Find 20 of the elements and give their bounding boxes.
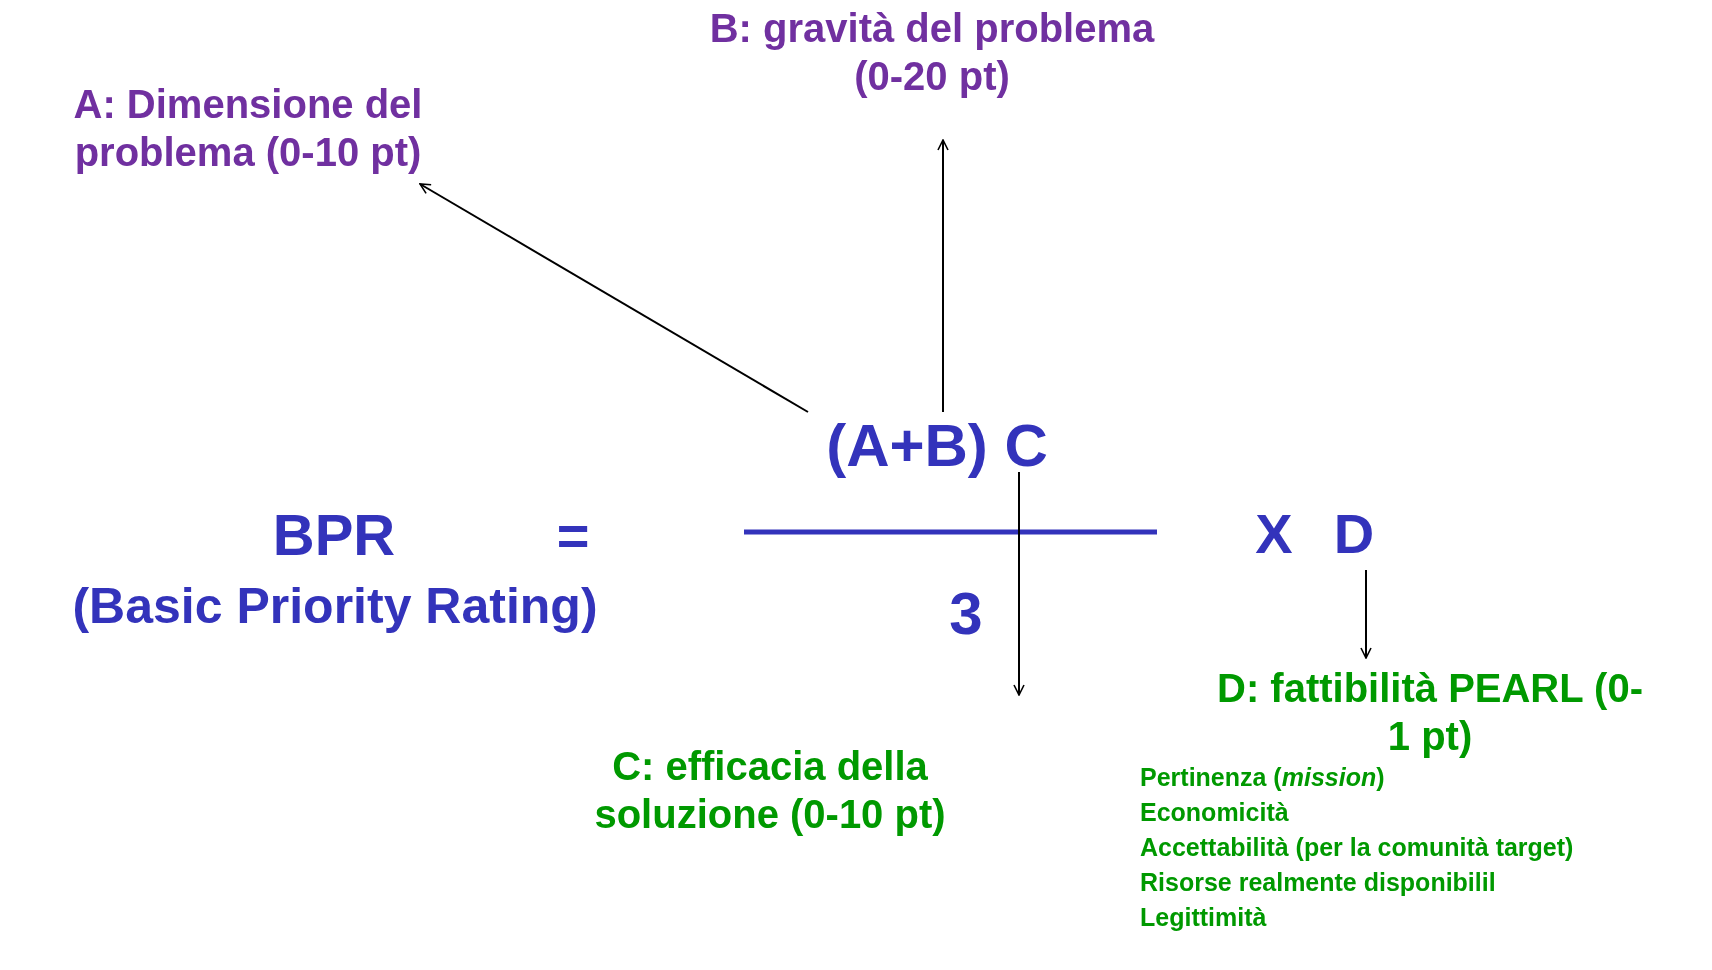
formula-term: BPR xyxy=(271,501,397,569)
score-label: A: Dimensione del problema (0-10 pt) xyxy=(8,80,488,176)
arrow xyxy=(1360,569,1372,659)
multiply-sign: X xyxy=(1254,501,1294,567)
criterion-item: Legittimità xyxy=(1140,902,1267,933)
score-label: C: efficacia della soluzione (0-10 pt) xyxy=(540,742,1000,838)
criterion-item: Economicità xyxy=(1140,797,1289,828)
equals-sign: = xyxy=(555,503,591,569)
arrow xyxy=(1013,471,1025,696)
arrow xyxy=(419,183,809,413)
score-label: B: gravità del problema (0-20 pt) xyxy=(687,4,1177,100)
score-label: D: fattibilità PEARL (0-1 pt) xyxy=(1216,665,1644,760)
arrow xyxy=(937,139,949,413)
formula-term: D xyxy=(1326,500,1382,568)
criterion-item: Pertinenza (mission) xyxy=(1140,762,1385,793)
criterion-item: Accettabilità (per la comunità target) xyxy=(1140,832,1574,863)
formula-subtitle: (Basic Priority Rating) xyxy=(71,577,599,636)
numerator-term: (A+B) C xyxy=(812,410,1062,482)
criterion-item: Risorse realmente disponibilil xyxy=(1140,867,1496,898)
denominator-term: 3 xyxy=(948,579,984,649)
